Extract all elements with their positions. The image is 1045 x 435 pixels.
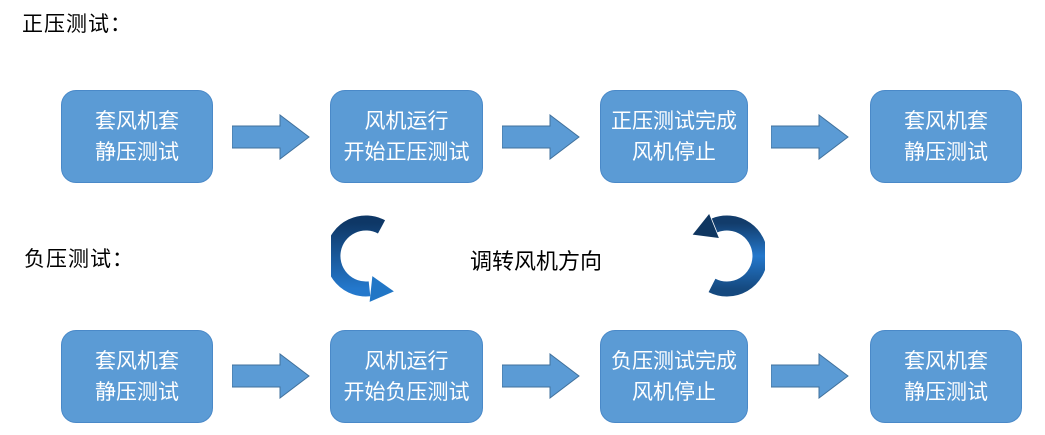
right-arrow-icon <box>771 353 849 399</box>
node-positive-step-3-line2: 风机停止 <box>632 139 716 164</box>
node-positive-step-2-line2: 开始正压测试 <box>343 139 470 164</box>
reverse-fan-direction-label: 调转风机方向 <box>470 250 603 275</box>
node-positive-step-4: 套风机套 静压测试 <box>870 90 1022 183</box>
negative-test-title: 负压测试： <box>24 247 134 271</box>
right-arrow-icon <box>771 114 849 160</box>
node-negative-step-1: 套风机套 静压测试 <box>61 330 213 423</box>
node-negative-step-3: 负压测试完成 风机停止 <box>600 330 748 423</box>
node-negative-step-1-line1: 套风机套 <box>95 348 179 373</box>
cycle-arrow-left-icon <box>331 198 407 314</box>
node-positive-step-1-line1: 套风机套 <box>95 108 179 133</box>
right-arrow-icon <box>502 114 580 160</box>
node-positive-step-2: 风机运行 开始正压测试 <box>330 90 483 183</box>
right-arrow-icon <box>232 353 310 399</box>
node-negative-step-2-line2: 开始负压测试 <box>343 379 470 404</box>
node-negative-step-4-line2: 静压测试 <box>904 379 988 404</box>
node-positive-step-1-line2: 静压测试 <box>95 139 179 164</box>
positive-test-title: 正压测试： <box>22 12 132 36</box>
node-negative-step-4: 套风机套 静压测试 <box>870 330 1022 423</box>
node-positive-step-3: 正压测试完成 风机停止 <box>600 90 748 183</box>
cycle-arrow-right-icon <box>685 196 765 316</box>
node-negative-step-3-line1: 负压测试完成 <box>611 348 737 373</box>
node-negative-step-3-line2: 风机停止 <box>632 379 716 404</box>
node-positive-step-4-line1: 套风机套 <box>904 108 988 133</box>
node-negative-step-2-line1: 风机运行 <box>364 348 449 373</box>
node-positive-step-4-line2: 静压测试 <box>904 139 988 164</box>
node-positive-step-1: 套风机套 静压测试 <box>61 90 213 183</box>
node-negative-step-1-line2: 静压测试 <box>95 379 179 404</box>
node-negative-step-2: 风机运行 开始负压测试 <box>330 330 483 423</box>
node-positive-step-2-line1: 风机运行 <box>364 108 449 133</box>
node-positive-step-3-line1: 正压测试完成 <box>611 108 737 133</box>
node-negative-step-4-line1: 套风机套 <box>904 348 988 373</box>
right-arrow-icon <box>502 353 580 399</box>
right-arrow-icon <box>232 114 310 160</box>
